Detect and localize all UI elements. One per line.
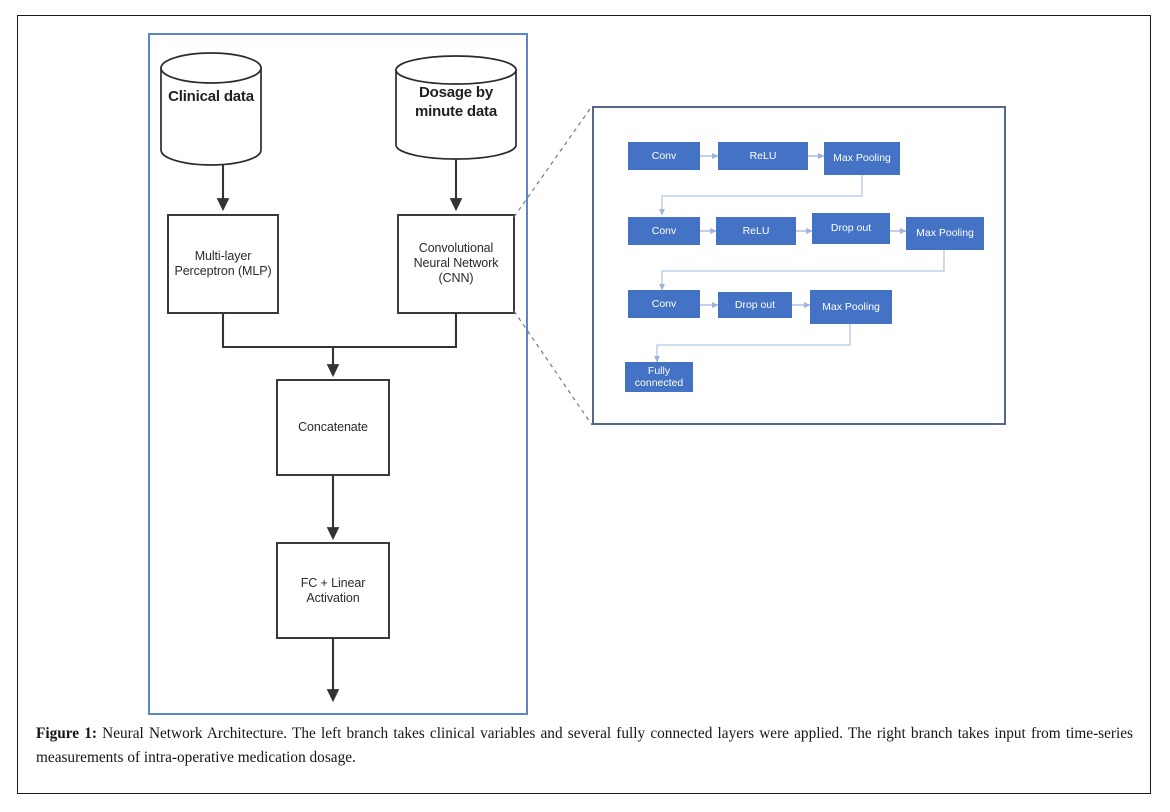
concatenate-label: Concatenate bbox=[298, 420, 368, 434]
cnn-label: Convolutional Neural Network (CNN) bbox=[413, 241, 499, 285]
nn-block-conv-2[interactable]: Conv bbox=[628, 217, 700, 245]
figure-caption-label: Figure 1: bbox=[36, 725, 97, 742]
clinical-data-label: Clinical data bbox=[168, 88, 254, 105]
fc-linear-label: FC + Linear Activation bbox=[300, 576, 366, 605]
nn-block-relu-1[interactable]: ReLU bbox=[718, 142, 808, 170]
nn-block-relu-2[interactable]: ReLU bbox=[716, 217, 796, 245]
nn-block-max-pooling-1[interactable]: Max Pooling bbox=[824, 142, 900, 175]
nn-block-conv-1[interactable]: Conv bbox=[628, 142, 700, 170]
figure-caption-text: Neural Network Architecture. The left br… bbox=[36, 725, 1133, 766]
nn-block-max-pooling-2[interactable]: Max Pooling bbox=[906, 217, 984, 250]
nn-block-conv-3[interactable]: Conv bbox=[628, 290, 700, 318]
mlp-label: Multi-layer Perceptron (MLP) bbox=[174, 249, 272, 278]
dosage-data-label: Dosage by minute data bbox=[415, 84, 497, 120]
nn-block-max-pooling-3[interactable]: Max Pooling bbox=[810, 290, 892, 324]
nn-block-drop-out-2[interactable]: Drop out bbox=[718, 292, 792, 318]
nn-block-drop-out-1[interactable]: Drop out bbox=[812, 213, 890, 244]
nn-block-fully-connected[interactable]: Fully connected bbox=[625, 362, 693, 392]
architecture-region-border bbox=[148, 33, 528, 715]
figure-caption: Figure 1: Neural Network Architecture. T… bbox=[36, 722, 1133, 770]
